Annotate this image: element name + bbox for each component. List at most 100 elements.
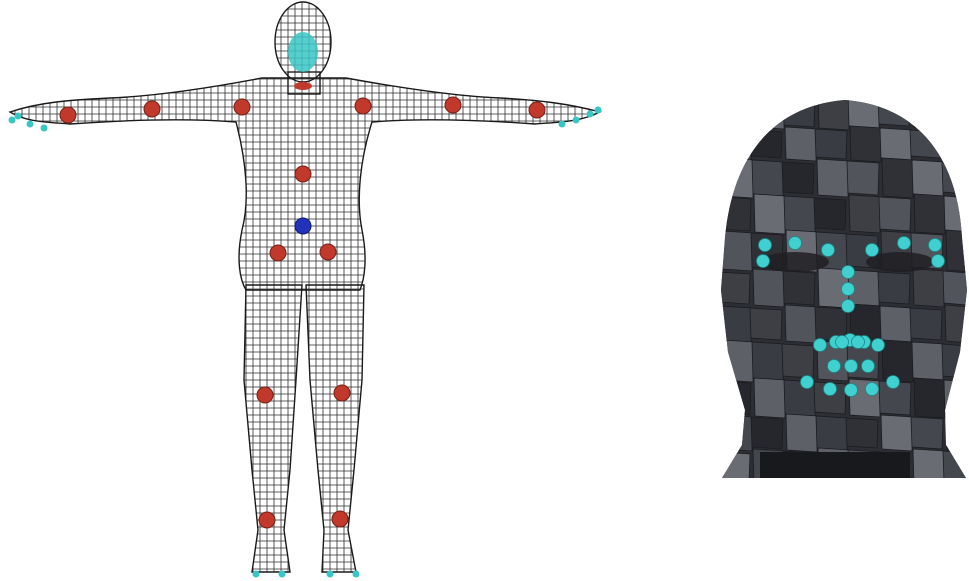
head-facet — [783, 96, 815, 127]
head-facet — [912, 342, 944, 380]
face-landmark-marker — [866, 244, 879, 257]
wireframe-face-region — [288, 32, 318, 72]
extremity-marker — [9, 117, 16, 124]
head-facet — [721, 415, 753, 451]
extremity-marker — [279, 571, 286, 578]
head-facet — [850, 126, 882, 162]
head-facet — [910, 130, 942, 158]
head-facet — [815, 129, 847, 159]
head-facet — [720, 306, 752, 342]
face-landmark-marker — [828, 360, 841, 373]
face-landmark-marker — [898, 237, 911, 250]
head-facet — [719, 197, 751, 231]
head-facet — [818, 93, 850, 130]
face-landmark-marker — [929, 239, 942, 252]
head-facet — [754, 194, 786, 234]
head-facet — [942, 162, 967, 194]
face-landmark-marker — [842, 300, 855, 313]
body-joint-marker — [320, 244, 336, 260]
face-landmark-marker — [887, 376, 900, 389]
face-landmark-marker — [789, 237, 802, 250]
body-joint-marker — [355, 98, 371, 114]
body-joint-markers — [60, 97, 545, 528]
head-facet — [721, 231, 753, 271]
head-facet — [783, 271, 815, 305]
head-facet — [879, 197, 911, 231]
head-facet — [880, 128, 912, 160]
head-facet — [945, 305, 969, 343]
neck-shadow — [760, 452, 910, 482]
low-poly-head — [715, 93, 969, 487]
head-facet — [946, 230, 969, 272]
head-facet — [718, 452, 750, 483]
head-facet — [849, 195, 881, 233]
head-facet — [943, 96, 968, 127]
head-facet — [814, 198, 846, 230]
extremity-marker — [253, 571, 260, 578]
extremity-marker — [559, 121, 566, 128]
face-landmark-marker — [842, 266, 855, 279]
head-facet — [719, 381, 751, 415]
head-facet — [913, 269, 945, 307]
extremity-marker — [595, 107, 602, 114]
extremity-marker — [353, 571, 360, 578]
head-facet — [914, 378, 946, 418]
head-facet — [817, 159, 849, 197]
body-joint-marker — [334, 385, 350, 401]
head-facet — [785, 127, 817, 161]
head-facet — [910, 308, 942, 340]
head-facet — [944, 196, 969, 232]
face-landmark-marker — [862, 360, 875, 373]
head-facet — [878, 97, 910, 126]
face-landmark-marker — [814, 339, 827, 352]
head-facet — [943, 271, 968, 305]
face-landmark-marker — [872, 339, 885, 352]
face-landmark-marker — [842, 283, 855, 296]
face-landmark-marker — [759, 239, 772, 252]
head-facet — [944, 380, 969, 416]
body-joint-marker — [257, 387, 273, 403]
head-facet — [912, 160, 944, 196]
head-facet — [878, 272, 910, 304]
head-facet — [718, 272, 750, 304]
face-landmark-marker — [852, 336, 865, 349]
face-landmark-marker — [836, 336, 849, 349]
head-facet — [881, 415, 913, 451]
head-facet — [913, 449, 945, 486]
head-facet — [913, 94, 945, 129]
head-facet — [816, 416, 848, 450]
body-joint-marker — [445, 97, 461, 113]
head-facet — [752, 160, 784, 196]
head-facet — [784, 196, 816, 232]
body-joint-marker — [270, 245, 286, 261]
body-outline — [10, 2, 600, 572]
face-landmark-marker — [866, 383, 879, 396]
head-facet — [753, 269, 785, 307]
head-facet — [722, 158, 754, 198]
extremity-marker — [27, 121, 34, 128]
head-facet — [882, 340, 914, 382]
head-facet — [718, 97, 750, 126]
face-landmark-marker — [822, 244, 835, 257]
extremity-marker — [573, 117, 580, 124]
body-joint-marker — [295, 166, 311, 182]
head-facet — [848, 95, 880, 128]
body-joint-marker — [529, 102, 545, 118]
head-facet — [914, 194, 946, 234]
head-facet — [782, 344, 814, 378]
extremity-marker — [327, 571, 334, 578]
head-facet — [943, 451, 968, 484]
body-joint-marker — [60, 107, 76, 123]
face-landmark-marker — [845, 360, 858, 373]
head-facet — [911, 417, 943, 449]
head-facet — [882, 158, 914, 198]
head-facet — [782, 162, 814, 194]
body-joint-marker — [332, 511, 348, 527]
body-outline-part — [306, 285, 364, 572]
root-joint-marker — [295, 218, 311, 234]
head-facet — [750, 308, 782, 340]
head-facet — [785, 305, 817, 343]
head-facet — [786, 414, 818, 452]
